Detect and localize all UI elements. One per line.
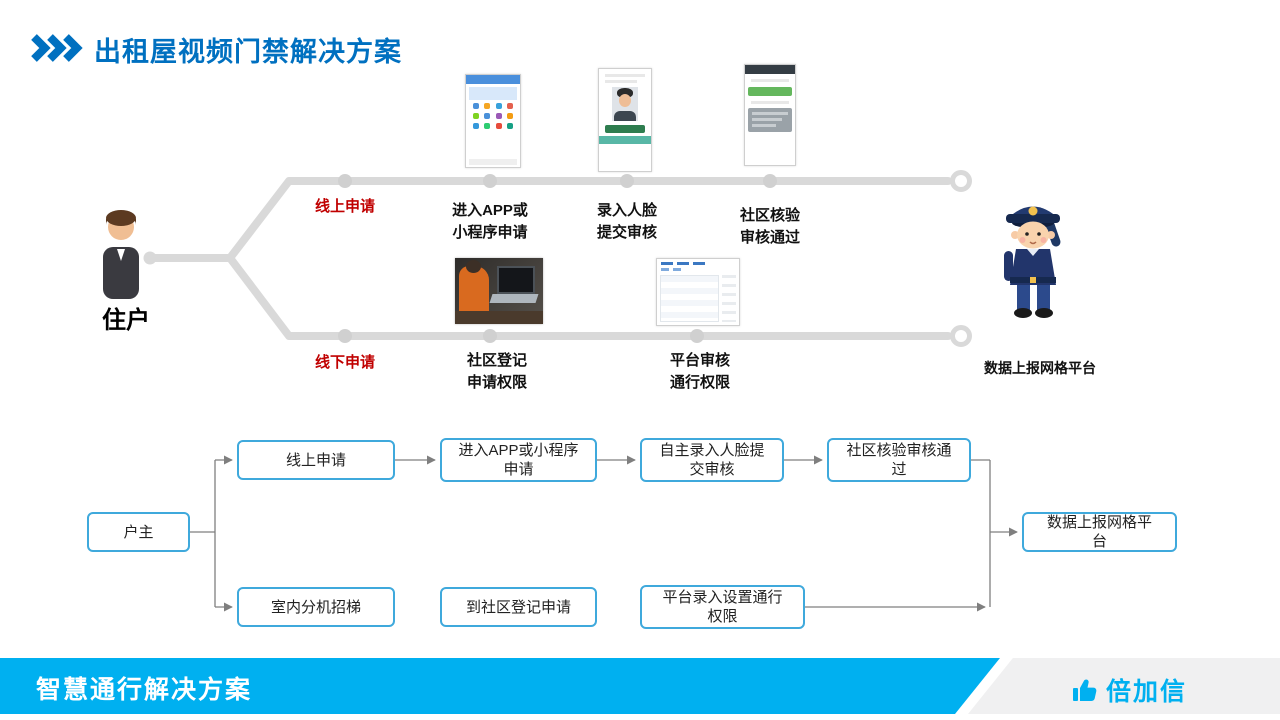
brand-lockup: 倍加信 <box>1072 672 1187 708</box>
page-title: 出租屋视频门禁解决方案 <box>94 37 402 67</box>
laptop-screen <box>497 266 535 294</box>
flow-box-community-approve: 社区核验审核通过 <box>827 438 971 482</box>
app-icon-grid <box>472 103 514 129</box>
footer-left-band <box>0 658 1000 714</box>
phone-header-dark <box>745 65 795 74</box>
flow-box-face-submit: 自主录入人脸提交审核 <box>640 438 784 482</box>
resident-illustration <box>92 205 150 301</box>
top-flow-end-label: 数据上报网格平台 <box>984 360 1096 376</box>
brand-name: 倍加信 <box>1106 678 1188 706</box>
portrait-photo <box>612 87 638 121</box>
desk <box>455 311 543 324</box>
community-verify-screenshot <box>744 64 796 166</box>
face-entry-screenshot <box>598 68 652 172</box>
app-home-screenshot <box>465 74 521 168</box>
online-step-2-label: 录入人脸 提交审核 <box>596 202 657 241</box>
menu-row <box>661 262 735 265</box>
record-card <box>748 108 792 132</box>
online-branch-label: 线上申请 <box>314 198 375 215</box>
offline-step-1-label: 社区登记 申请权限 <box>466 352 527 391</box>
data-table <box>660 275 719 322</box>
text-line <box>605 74 645 77</box>
thumbs-up-icon <box>1072 677 1098 703</box>
flow-box-report-grid: 数据上报网格平台 <box>1022 512 1177 552</box>
laptop-keyboard <box>489 294 539 303</box>
text-line <box>751 79 789 82</box>
footer-solution-label: 智慧通行解决方案 <box>36 676 253 704</box>
online-step-3-label: 社区核验 审核通过 <box>739 207 800 246</box>
flow-box-indoor-unit: 室内分机招梯 <box>237 587 395 627</box>
phone-banner <box>469 87 517 100</box>
community-registration-photo <box>455 258 543 324</box>
police-officer-illustration <box>986 192 1081 322</box>
flow-box-register-community: 到社区登记申请 <box>440 587 597 627</box>
phone-header <box>466 75 520 84</box>
triple-chevron-icon <box>30 34 88 62</box>
flow-box-platform-set-access: 平台录入设置通行权限 <box>640 585 805 629</box>
flow-box-owner: 户主 <box>87 512 190 552</box>
actor-label: 住户 <box>102 307 150 334</box>
link-row <box>661 268 735 271</box>
phone-navbar <box>469 159 517 165</box>
text-line <box>751 101 789 104</box>
flow-box-online-apply: 线上申请 <box>237 440 395 480</box>
online-step-1-label: 进入APP或 小程序申请 <box>452 202 528 241</box>
offline-step-2-label: 平台审核 通行权限 <box>669 352 730 391</box>
side-column <box>722 275 736 322</box>
teal-strip <box>599 136 651 144</box>
approved-row <box>748 87 792 96</box>
text-line <box>605 80 637 83</box>
submit-button <box>605 125 645 133</box>
person-in-vest <box>459 266 489 318</box>
flow-box-enter-app: 进入APP或小程序申请 <box>440 438 597 482</box>
platform-review-screenshot <box>656 258 740 326</box>
footer-right-band <box>968 658 1280 714</box>
offline-branch-label: 线下申请 <box>314 354 375 371</box>
